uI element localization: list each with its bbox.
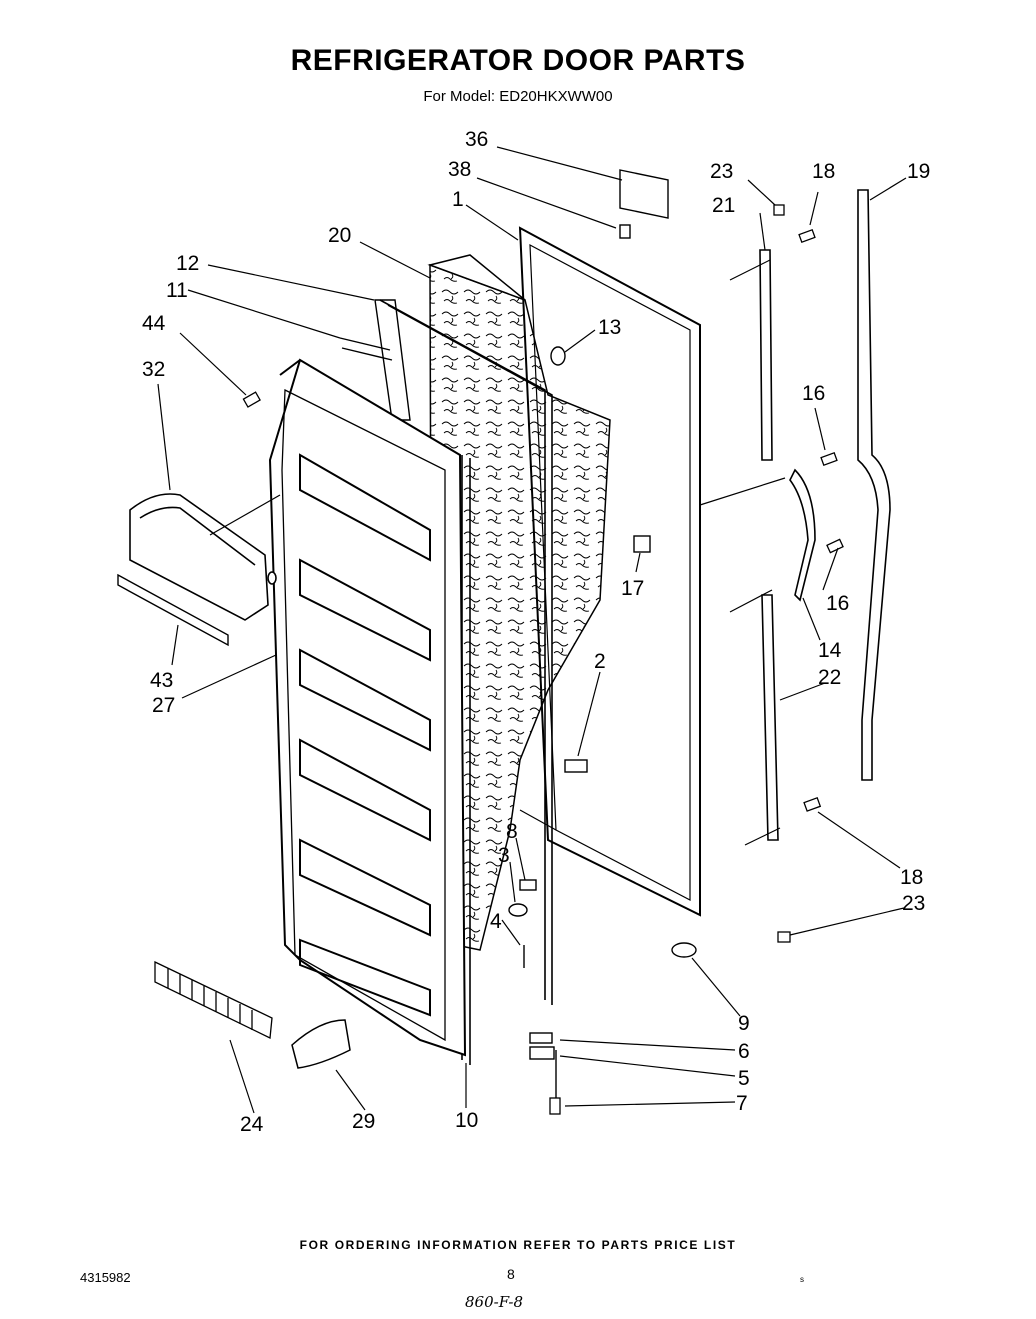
callout-8: 8 (506, 820, 518, 843)
callout-5: 5 (738, 1067, 750, 1090)
side-trim-parts (759, 189, 891, 841)
callout-36: 36 (465, 128, 488, 151)
callout-22: 22 (818, 666, 841, 689)
leader-lines (157, 146, 907, 1114)
small-door-bin (291, 1019, 351, 1069)
callout-32: 32 (142, 358, 165, 381)
callout-1: 1 (452, 188, 464, 211)
hinge-hardware (508, 169, 697, 1110)
stray-mark: s (800, 1275, 804, 1284)
dairy-door-bin (129, 493, 277, 621)
callout-21: 21 (712, 194, 735, 217)
breaker-strip (339, 299, 411, 421)
callout-16-bottom: 16 (826, 592, 849, 615)
foam-insulation (427, 254, 611, 951)
callout-17: 17 (621, 577, 644, 600)
callout-10: 10 (455, 1109, 478, 1132)
callout-44: 44 (142, 312, 166, 335)
callout-18-top: 18 (812, 160, 835, 183)
callout-3: 3 (498, 844, 510, 867)
callout-7: 7 (736, 1092, 748, 1115)
page-title: REFRIGERATOR DOOR PARTS (290, 44, 746, 77)
model-subtitle: For Model: ED20HKXWW00 (423, 88, 613, 105)
assembly-lines (209, 259, 786, 846)
screws (242, 204, 844, 1115)
callout-9: 9 (738, 1012, 750, 1035)
callout-16-top: 16 (802, 382, 825, 405)
callout-19: 19 (907, 160, 930, 183)
callout-23-top: 23 (710, 160, 733, 183)
callout-27: 27 (152, 694, 175, 717)
callout-2: 2 (594, 650, 606, 673)
callout-numbers: 36 38 1 20 12 11 44 32 13 17 2 43 27 8 3… (142, 128, 930, 1136)
callout-12: 12 (176, 252, 199, 275)
bottom-grille (154, 960, 273, 1039)
callout-6: 6 (738, 1040, 750, 1063)
page-number: 8 (507, 1266, 515, 1282)
callout-4: 4 (490, 910, 502, 933)
callout-18-bottom: 18 (900, 866, 923, 889)
callout-38: 38 (448, 158, 471, 181)
callout-20: 20 (328, 224, 351, 247)
bin-trim-strip (117, 573, 229, 647)
callout-14: 14 (818, 639, 842, 662)
ordering-instruction: FOR ORDERING INFORMATION REFER TO PARTS … (299, 1238, 737, 1252)
callout-11: 11 (166, 279, 188, 302)
callout-24: 24 (240, 1113, 264, 1136)
callout-23-bottom: 23 (902, 892, 925, 915)
callout-13: 13 (598, 316, 621, 339)
handwritten-note: 860-F-8 (465, 1293, 524, 1311)
inner-door-liner (268, 358, 467, 1057)
document-number: 4315982 (80, 1270, 131, 1285)
callout-29: 29 (352, 1110, 375, 1133)
callout-43: 43 (150, 669, 173, 692)
